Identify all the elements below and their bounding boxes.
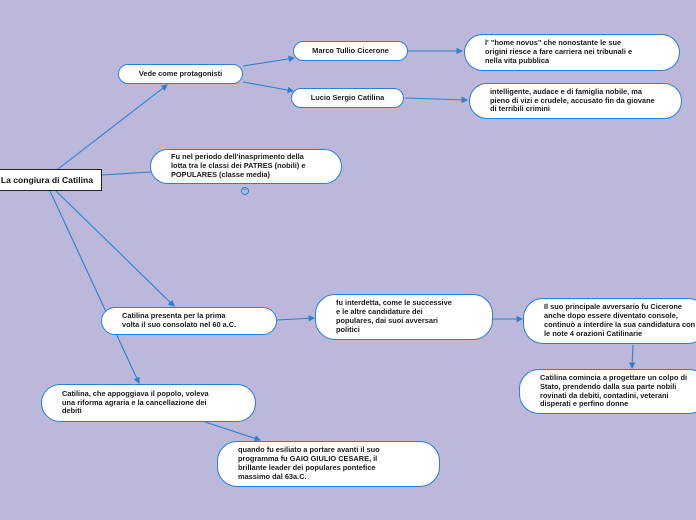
node-catilina[interactable]: Lucio Sergio Catilina [291, 88, 404, 108]
node-colpo[interactable]: Catilina comincia a progettare un colpo … [519, 369, 696, 414]
node-cicerone-desc[interactable]: l' "home novus" che nonostante le sue or… [464, 34, 680, 71]
link-protagonisti-catilina [242, 81, 295, 94]
link-catilina-desc [404, 96, 469, 104]
root-topic[interactable]: La congiura di Catilina [0, 169, 102, 191]
node-consolato[interactable]: Catilina presenta per la prima volta il … [101, 307, 277, 335]
link-root-popolo [49, 190, 140, 384]
node-popolo[interactable]: Catilina, che appoggiava il popolo, vole… [41, 384, 256, 422]
link-popolo-esiliato [204, 421, 262, 442]
link-root-consolato [54, 189, 175, 307]
link-root-protagonisti [57, 84, 168, 170]
node-protagonisti[interactable]: Vede come protagonisti [118, 64, 243, 84]
collapse-toggle-icon[interactable]: + [241, 187, 249, 195]
node-cicerone[interactable]: Marco Tullio Cicerone [293, 41, 408, 61]
node-avversario[interactable]: Il suo principale avversario fu Cicerone… [523, 298, 696, 344]
link-root-periodo [101, 171, 152, 176]
node-esiliato[interactable]: quando fu esiliato a portare avanti il s… [217, 441, 440, 487]
link-consolato-interdetta [276, 315, 316, 322]
node-interdetta[interactable]: fu interdetta, come le successive e le a… [315, 294, 493, 340]
node-catilina-desc[interactable]: intelligente, audace e di famiglia nobil… [469, 83, 682, 119]
node-periodo[interactable]: Fu nel periodo dell'inasprimento della l… [150, 149, 342, 184]
link-avversario-colpo [628, 344, 636, 370]
link-protagonisti-cicerone [242, 55, 296, 67]
